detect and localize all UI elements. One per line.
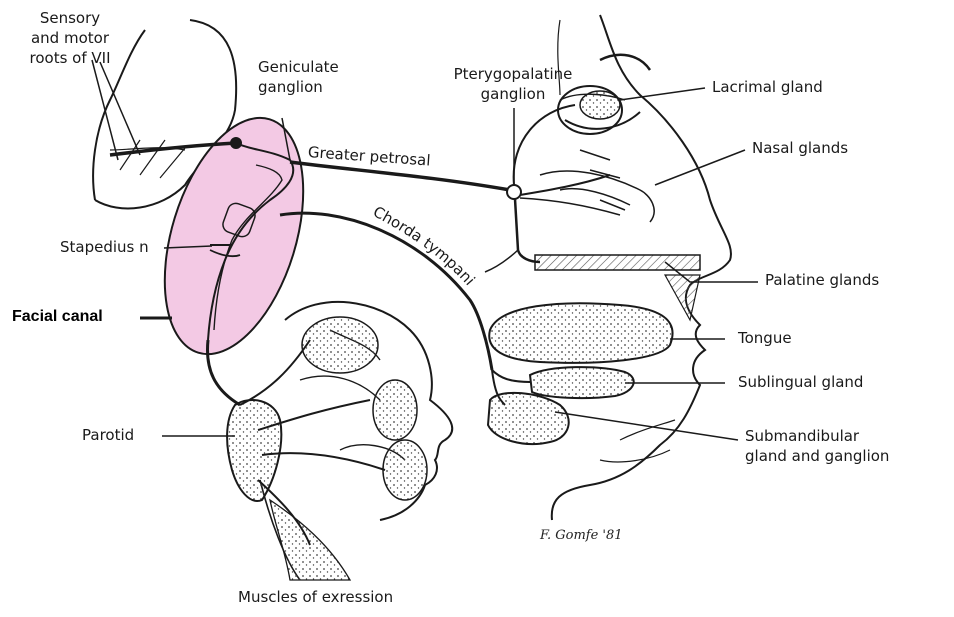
label-facial-canal: Facial canal — [12, 307, 103, 327]
label-geniculate-line2: ganglion — [258, 77, 339, 97]
label-muscles-of-expression: Muscles of exression — [238, 587, 393, 607]
label-palatine-glands: Palatine glands — [765, 270, 879, 290]
muscle-mass-3 — [383, 440, 427, 500]
palatine-glands-shape — [535, 255, 700, 270]
muscle-mass-1 — [302, 317, 378, 373]
leader-nasal — [655, 150, 745, 185]
label-submandibular-line1: Submandibular — [745, 426, 889, 446]
label-ptery-line2: ganglion — [418, 84, 608, 104]
label-nasal-glands: Nasal glands — [752, 138, 848, 158]
label-stapedius-n: Stapedius n — [60, 237, 149, 257]
label-parotid: Parotid — [82, 425, 134, 445]
label-sensory-line1: Sensory — [15, 8, 125, 28]
pterygopalatine-ganglion-node — [507, 185, 521, 199]
label-geniculate-line1: Geniculate — [258, 57, 339, 77]
tongue-shape — [489, 303, 672, 363]
label-lacrimal-gland: Lacrimal gland — [712, 77, 823, 97]
muscle-mass-2 — [373, 380, 417, 440]
label-ptery-line1: Pterygopalatine — [418, 64, 608, 84]
artist-signature: F. Gomfe '81 — [540, 528, 623, 543]
label-sensory-line2: and motor — [15, 28, 125, 48]
label-tongue: Tongue — [738, 328, 792, 348]
label-geniculate-ganglion: Geniculate ganglion — [258, 57, 339, 97]
nasal-gland-shape — [540, 150, 654, 222]
label-submandibular-line2: gland and ganglion — [745, 446, 889, 466]
label-sensory-line3: roots of VII — [15, 48, 125, 68]
neck-muscles — [270, 500, 350, 580]
label-submandibular: Submandibular gland and ganglion — [745, 426, 889, 466]
label-pterygopalatine-ganglion: Pterygopalatine ganglion — [418, 64, 608, 104]
label-sublingual-gland: Sublingual gland — [738, 372, 863, 392]
leader-submandibular — [555, 412, 738, 440]
parotid-gland-shape — [227, 400, 281, 501]
label-chorda-tympani: Chorda tympani — [370, 203, 478, 289]
leader-lacrimal — [620, 88, 705, 100]
label-sensory-motor-roots: Sensory and motor roots of VII — [15, 8, 125, 68]
sublingual-gland-shape — [530, 367, 634, 398]
